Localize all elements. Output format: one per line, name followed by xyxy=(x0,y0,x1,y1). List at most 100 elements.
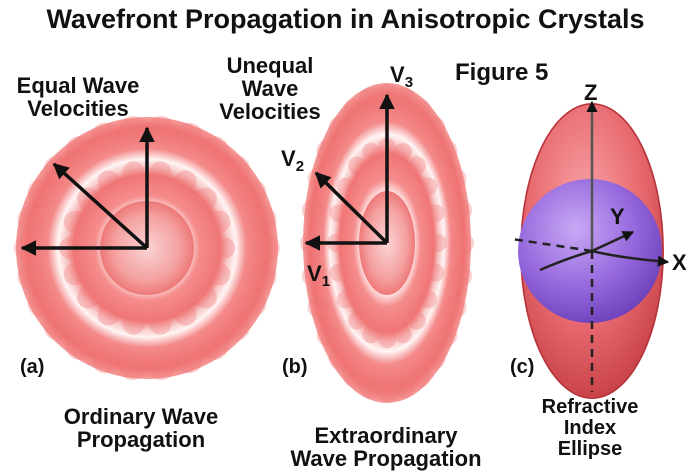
wavefront-bump xyxy=(301,199,324,222)
v2-label: V2 xyxy=(281,147,304,178)
wavefront-bump xyxy=(426,204,445,223)
y-axis-label: Y xyxy=(610,204,625,229)
wavefront-bump xyxy=(435,139,458,162)
wavefront-bump xyxy=(307,296,330,319)
v-letter: V xyxy=(281,146,296,171)
wavefront-bump xyxy=(343,98,365,121)
wavefront-bump xyxy=(423,347,446,370)
ellipse-caption: Refractive Index Ellipse xyxy=(520,397,660,460)
wavefront-bump xyxy=(27,179,54,206)
caption-line: Propagation xyxy=(76,427,206,452)
wavefront-bump xyxy=(176,122,203,149)
wavefront-bump xyxy=(149,312,172,335)
wavefront-bump xyxy=(176,347,203,374)
wavefront-bump xyxy=(392,376,415,399)
wavefront-bump xyxy=(208,210,231,233)
caption-line: Extraordinary xyxy=(314,423,458,448)
wavefront-bump xyxy=(444,167,467,190)
wavefront-bump xyxy=(348,311,366,330)
wavefront-bump xyxy=(429,234,447,252)
wavefront-bump xyxy=(359,376,382,399)
wavefront-bump xyxy=(63,210,86,233)
wavefront-bump xyxy=(409,365,431,388)
wavefront-bump xyxy=(343,365,365,388)
wavefront-bump xyxy=(359,87,382,110)
wavefront-bump xyxy=(195,187,217,210)
wavefront-bump xyxy=(223,314,250,341)
wavefront-bump xyxy=(91,122,118,149)
x-axis xyxy=(591,249,670,267)
caption-line: Index xyxy=(563,417,617,439)
annotation-line: Unequal xyxy=(226,53,314,78)
wavefront-bump xyxy=(336,177,355,196)
caption-line: Ordinary Wave xyxy=(63,404,219,429)
annotation-line: Velocities xyxy=(219,99,321,124)
extraordinary-caption: Extraordinary Wave Propagation xyxy=(286,424,486,470)
wavefront-bump xyxy=(362,142,381,161)
wavefront-bump xyxy=(301,264,324,287)
wavefront-bump xyxy=(393,325,412,344)
annotation-line: Wave xyxy=(241,76,299,101)
wavefront-bump xyxy=(240,290,267,317)
annotation-line: Velocities xyxy=(27,96,129,121)
wavefront-bump xyxy=(213,237,235,259)
unequal-velocities-label: Unequal Wave Velocities xyxy=(210,54,330,123)
wavefront-bump xyxy=(122,161,145,184)
wavefront-bump xyxy=(240,179,267,206)
wavefront-bump xyxy=(91,347,118,374)
equal-velocities-label: Equal Wave Velocities xyxy=(8,74,148,120)
unequal-velocity-arrows xyxy=(304,93,395,251)
wavefront-bump xyxy=(119,354,146,381)
wavefront-bump xyxy=(122,312,145,335)
wavefront-bump xyxy=(393,142,412,161)
v-subscript: 2 xyxy=(295,158,305,175)
wavefront-bump xyxy=(77,286,99,309)
wavefront-bump xyxy=(452,232,474,254)
wavefront-bump xyxy=(426,263,445,282)
ordinary-caption: Ordinary Wave Propagation xyxy=(46,405,236,451)
velocity-arrow-diagonal xyxy=(52,162,149,250)
v-subscript: 3 xyxy=(404,74,414,91)
wavefront-bump xyxy=(348,156,366,175)
wavefront-bump xyxy=(17,206,44,233)
panel-c-letter: (c) xyxy=(510,356,535,378)
wavefront-bump xyxy=(316,324,339,347)
wavefront-bumps xyxy=(14,115,280,381)
wavefront-bump xyxy=(376,380,398,402)
wavefront-bump xyxy=(450,199,473,222)
wavefront-bump xyxy=(328,116,351,139)
wavefront-bump xyxy=(77,187,99,210)
wavefront-bump xyxy=(148,115,175,142)
x-axis-negative xyxy=(539,249,593,272)
wavefront-bump xyxy=(119,115,146,142)
wavefront-bump xyxy=(444,296,467,319)
y-axis xyxy=(591,230,635,253)
wavefront-bump xyxy=(65,136,92,163)
wavefront-bump xyxy=(195,286,217,309)
wavefront-bump xyxy=(409,98,431,121)
wavefront-bump xyxy=(254,235,280,261)
wavefront-bump xyxy=(378,330,396,348)
wavefront-bump xyxy=(202,333,229,360)
z-axis-label: Z xyxy=(584,80,598,105)
wavefront-bump xyxy=(250,263,277,290)
wavefront-bump xyxy=(423,116,446,139)
v3-label: V3 xyxy=(390,63,413,94)
figure-title: Wavefront Propagation in Anisotropic Cry… xyxy=(46,4,645,34)
v-letter: V xyxy=(307,261,322,286)
caption-line: Refractive xyxy=(541,396,639,418)
wavefront-bump xyxy=(329,204,348,223)
caption-line: Wave Propagation xyxy=(290,446,482,471)
wavefront-bump xyxy=(392,87,415,110)
wavefront-bump xyxy=(63,263,86,286)
annotation-line: Equal Wave xyxy=(16,73,140,98)
equal-velocity-arrows xyxy=(20,126,155,256)
wavefront-bump xyxy=(65,333,92,360)
wavefront-bump xyxy=(336,290,355,309)
wavefront-bump xyxy=(44,314,71,341)
wavefront-bump xyxy=(202,136,229,163)
panel-a-letter: (a) xyxy=(20,356,45,378)
wavefront-bump xyxy=(174,170,197,193)
